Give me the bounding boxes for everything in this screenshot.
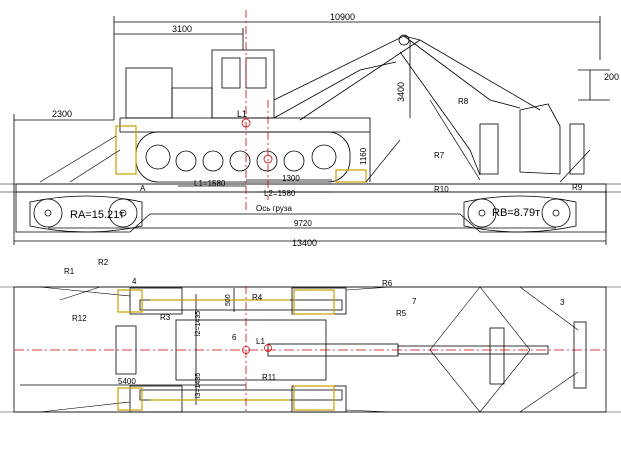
- label-rb: RB=8.79т: [492, 207, 540, 219]
- label-l2: L2=1580: [264, 189, 296, 198]
- plan-lashing-blocks: [117, 289, 335, 411]
- side-labels: 10900 3100 2300 3400 200 1160 L1=1580 L2…: [52, 12, 619, 248]
- label-length: 13400: [292, 238, 317, 248]
- plan-view: [0, 286, 621, 413]
- crawler-track: [135, 131, 351, 183]
- harvester-head: [479, 123, 499, 175]
- label-n6: 6: [232, 333, 237, 342]
- chock-right: [335, 169, 367, 183]
- label-n4: 4: [132, 277, 137, 286]
- label-axis: Ось груза: [256, 204, 293, 213]
- bogie-wheel-1: [33, 198, 63, 228]
- label-5400: 5400: [118, 377, 136, 386]
- label-r5: R5: [396, 309, 407, 318]
- label-r10: R10: [434, 185, 449, 194]
- label-track-height: 1160: [359, 147, 368, 165]
- label-r4: R4: [252, 293, 263, 302]
- label-500: 500: [225, 294, 232, 306]
- label-l1-mark: L1: [237, 109, 247, 119]
- label-mid: 1300: [282, 174, 300, 183]
- label-r1: R1: [64, 267, 75, 276]
- label-r12: R12: [72, 314, 87, 323]
- cab: [211, 49, 275, 119]
- label-overhang: 2300: [52, 109, 72, 119]
- grapple: [519, 103, 561, 175]
- label-overall: 10900: [330, 12, 355, 22]
- boom-arm: [273, 35, 421, 121]
- track-left-rear: [129, 385, 183, 413]
- plan-labels: R1 R2 4 R3 R4 R6 R5 7 3 R12 R11 6 L1 540…: [64, 258, 565, 398]
- bogie-wheel-4: [541, 198, 571, 228]
- label-r9: R9: [572, 183, 583, 192]
- grapple-plan: [573, 321, 587, 389]
- bogie-frame-left: [29, 195, 143, 233]
- label-a: A: [140, 184, 146, 193]
- flatcar-frame: [15, 192, 607, 233]
- label-ra: RA=15.21т: [70, 209, 124, 221]
- label-plan-l1: L1: [256, 337, 265, 346]
- tractor-frame: [119, 117, 371, 133]
- label-r7: R7: [434, 151, 445, 160]
- label-n3: 3: [560, 298, 565, 307]
- label-height: 3400: [396, 82, 406, 102]
- head-plan: [489, 327, 505, 385]
- side-centerlines: [241, 10, 273, 210]
- label-r3: R3: [160, 313, 171, 322]
- plan-centerlines: [14, 286, 606, 414]
- label-l2-plan: l2=1435: [195, 311, 202, 336]
- chock-left: [115, 125, 137, 175]
- flatcar-outline-plan: [13, 286, 607, 413]
- label-r11: R11: [262, 373, 277, 382]
- label-wheelbase: 9720: [294, 219, 312, 228]
- engine-hood: [125, 67, 173, 119]
- label-l3-plan: l3=1435: [195, 373, 202, 398]
- label-cab: 3100: [172, 24, 192, 34]
- label-l1: L1=1580: [194, 179, 226, 188]
- label-right: 200: [604, 72, 619, 82]
- track-left-front: [129, 287, 183, 315]
- label-r2: R2: [98, 258, 109, 267]
- lashing-diamond: [429, 286, 531, 413]
- boom-upper: [403, 35, 521, 109]
- label-r6: R6: [382, 279, 393, 288]
- side-view: [0, 16, 621, 245]
- label-r8: R8: [458, 97, 469, 106]
- bogie-frame-right: [463, 195, 577, 233]
- label-n7: 7: [412, 297, 417, 306]
- flatcar-deck: [15, 183, 607, 193]
